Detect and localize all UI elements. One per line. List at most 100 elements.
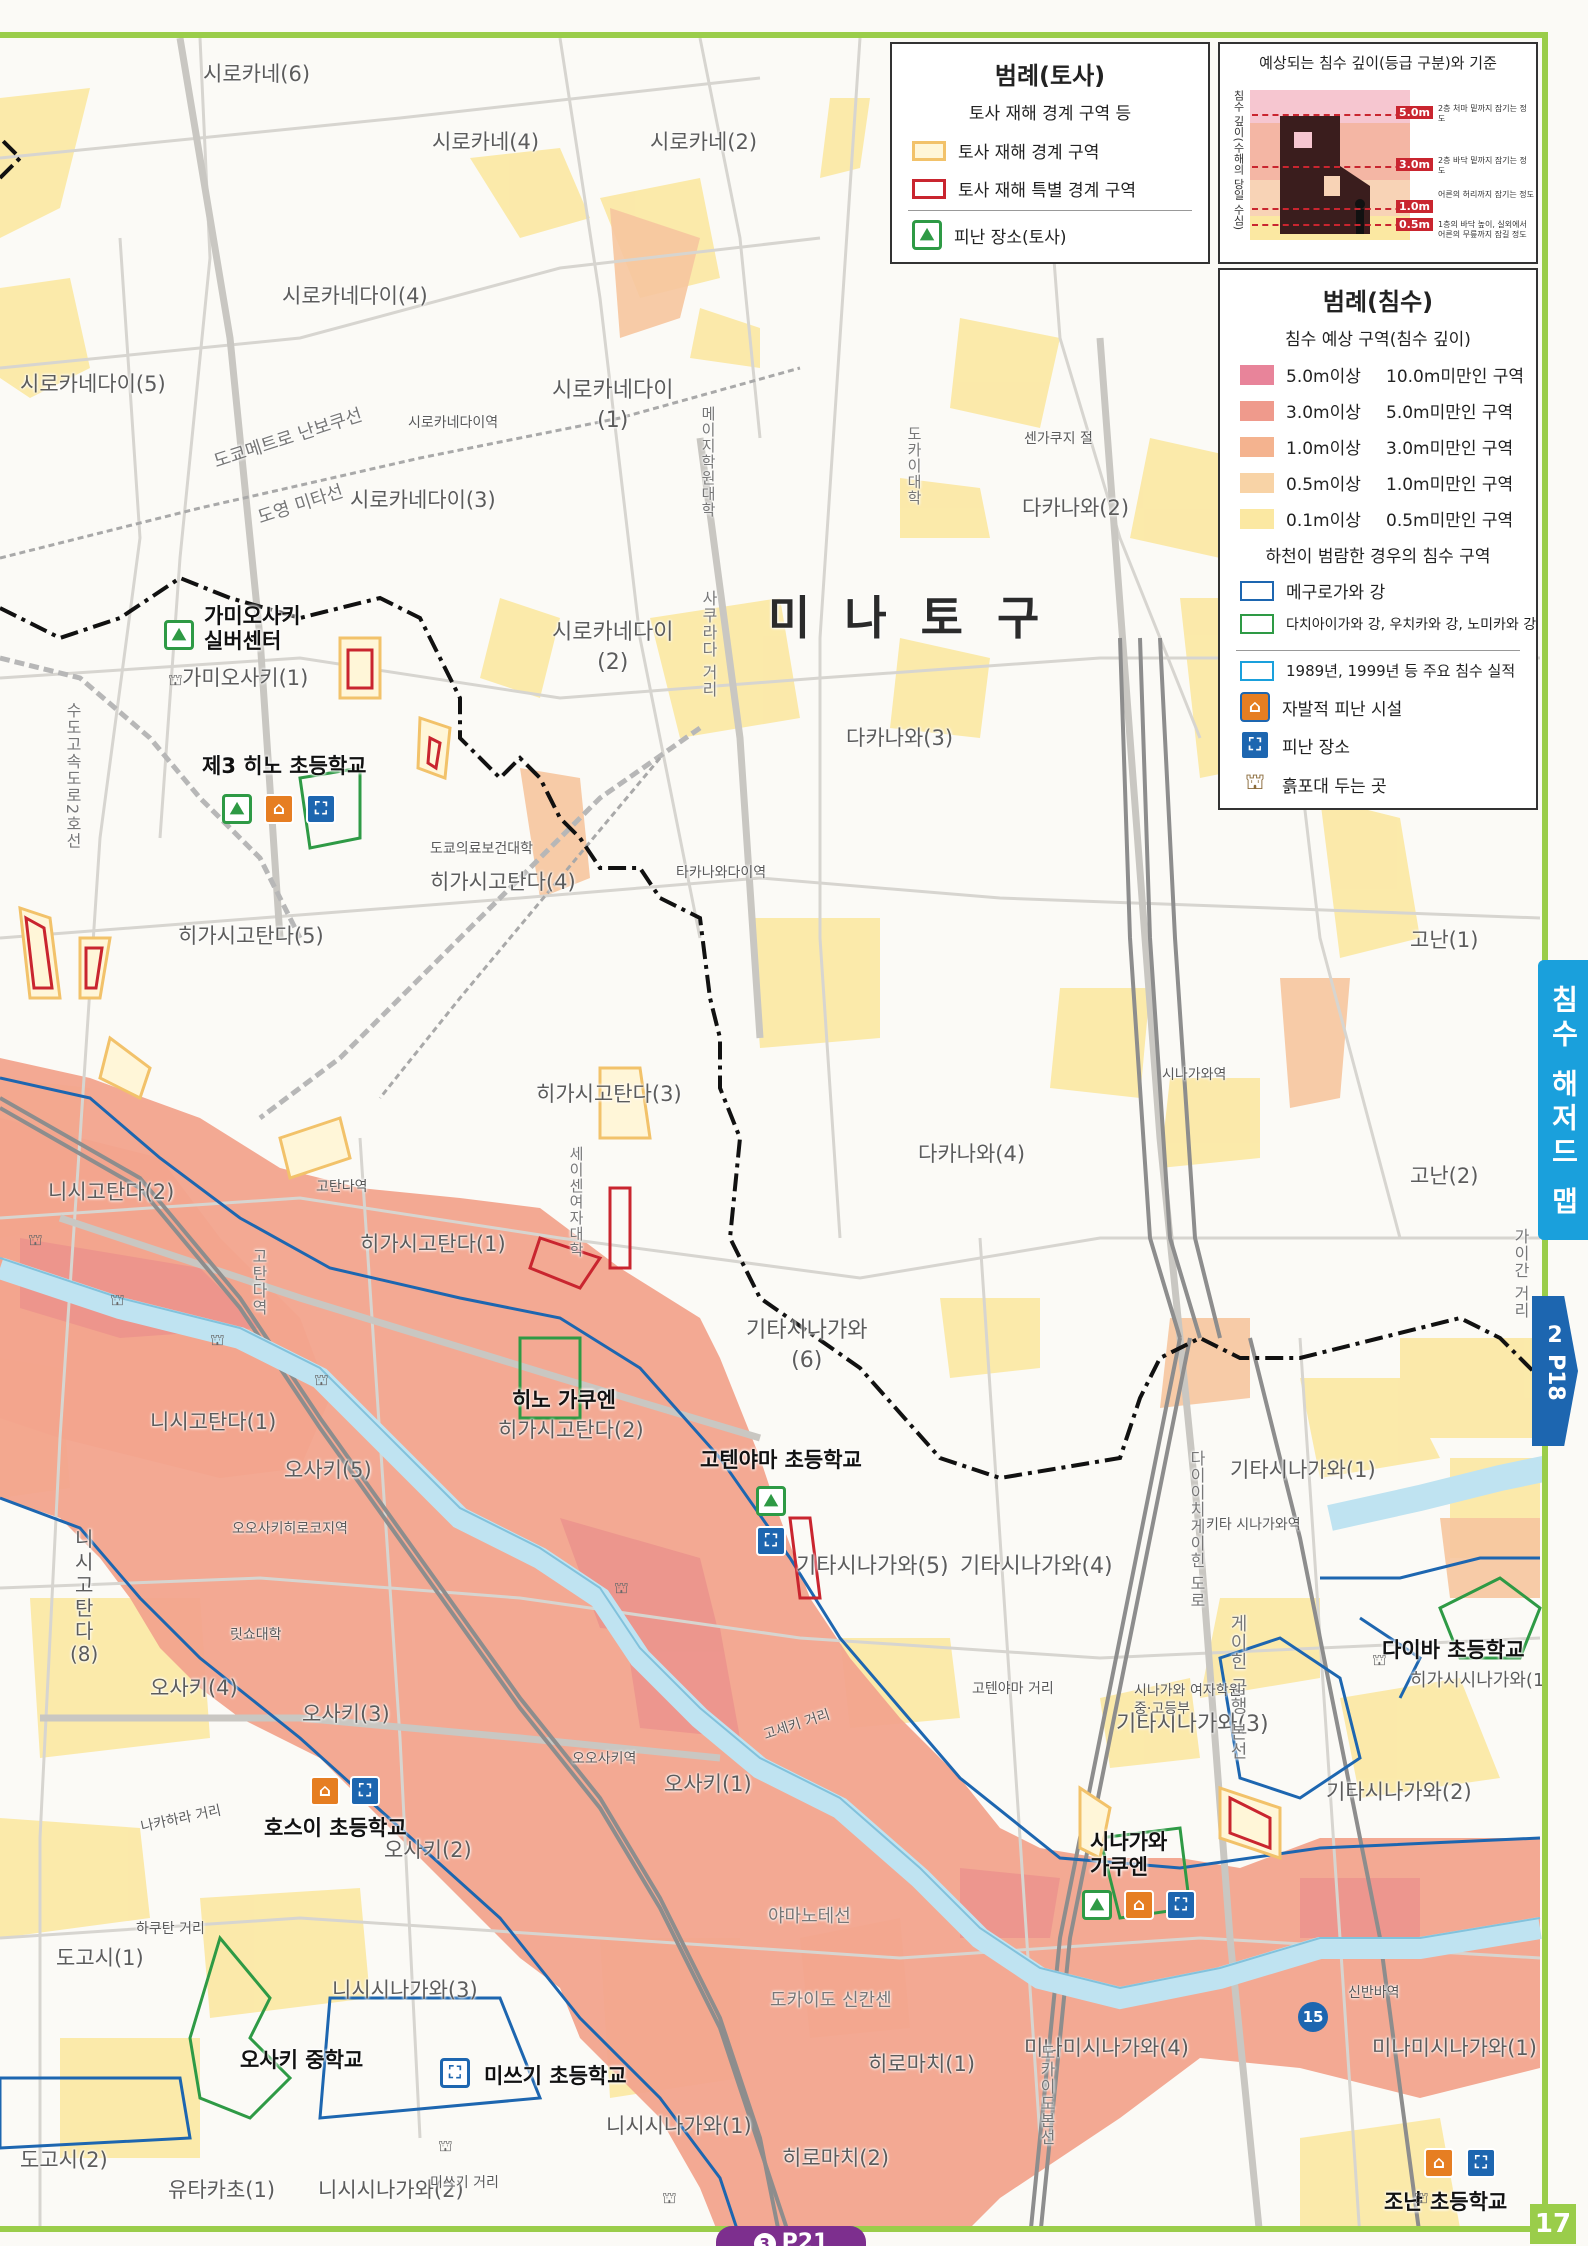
area-nishigotanda-8: 니 시 고 탄 다 (8) [70, 1527, 99, 1666]
area-kamiosaki-1: 가미오사키(1) [182, 666, 309, 690]
depth-line-05m [1252, 224, 1422, 226]
rail-label-tokaido: 도카이도본선 [1037, 2044, 1056, 2146]
legend-depth-axis: 침수 깊이(수해의 당일 수심) [1232, 90, 1245, 231]
facility-hino-gakuen: 히노 가쿠엔 [512, 1388, 616, 1412]
area-higashigotanda-2: 히가시고탄다(2) [498, 1418, 644, 1442]
voluntary-evacuation-icon: ⌂ [1240, 692, 1270, 722]
area-nishishinagawa-1: 니시시나가와(1) [606, 2114, 752, 2138]
area-shirokanedai-4: 시로카네다이(4) [282, 284, 428, 308]
side-tab-label: 침수 해저드 맵 [1540, 985, 1586, 1221]
station-takanawadai: 타카나와다이역 [676, 865, 767, 881]
range-min: 0.5m이상 [1286, 475, 1361, 495]
legend-divider [1236, 650, 1520, 651]
page-ref-p18-button[interactable]: 2 P18 [1532, 1296, 1578, 1446]
legend-sediment: 범례(토사) 토사 재해 경계 구역 등 토사 재해 경계 구역 토사 재해 특… [890, 42, 1210, 264]
subway-lines [0, 366, 801, 1099]
legend-flood-subtitle: 침수 예상 구역(침수 깊이) [1285, 330, 1471, 350]
area-takanawa-3: 다카나와(3) [846, 726, 954, 750]
depth-badge: 1.0m [1396, 200, 1433, 213]
area-higashigotanda-1: 히가시고탄다(1) [360, 1232, 506, 1256]
river-label: 메구로가와 강 [1286, 583, 1386, 603]
legend-flood: 범례(침수) 침수 예상 구역(침수 깊이) 5.0m이상 10.0m미만인 구… [1218, 268, 1538, 810]
swatch-depth [1240, 472, 1274, 493]
page-ref-num: 2 [1547, 1323, 1563, 1348]
evacuation-sediment-icon: ⛰ [756, 1486, 786, 1516]
road-label-mitsugi: 미쓰기 거리 [430, 2175, 499, 2191]
legend-depth-range: 1.0m이상 3.0m미만인 구역 [1240, 434, 1513, 459]
area-kitashinagawa-2: 기타시나가와(2) [1326, 1780, 1472, 1804]
road-label-hakutan: 하쿠탄 거리 [136, 1921, 205, 1937]
area-shirokanedai-2: 시로카네다이 (2) [552, 620, 674, 675]
range-max: 1.0m미만인 구역 [1386, 475, 1514, 495]
label-shinagawa-joshi: 시나가와 여자학원 중·고등부 [1134, 1683, 1242, 1717]
depth-note: 1층의 바닥 높이, 실외에서 어른의 무릎까지 잠길 정도 [1438, 220, 1527, 239]
area-higashishinagawa-1: 히가시시나가와(1) [1410, 1670, 1548, 1691]
road-label-sakurada: 사쿠라다 거리 [699, 590, 718, 699]
legend-depth-range: 5.0m이상 10.0m미만인 구역 [1240, 362, 1524, 387]
station-gotanda: 고탄다역 [316, 1179, 368, 1195]
depth-line-1m [1252, 208, 1422, 210]
legend-flood-title: 범례(침수) [1322, 288, 1434, 316]
label-meiji-gakuin: 메이지학원대학 [699, 406, 717, 518]
ward-boundary [0, 575, 1542, 1481]
depth-badge: 5.0m [1396, 106, 1433, 119]
label-rissho: 릿쇼대학 [230, 1627, 282, 1643]
voluntary-evacuation-icon: ⌂ [1424, 2148, 1454, 2178]
area-shirokane-2: 시로카네(2) [650, 130, 758, 154]
area-hiromachi-2: 히로마치(2) [782, 2146, 890, 2170]
evacuation-site-icon: ⛶ [1466, 2148, 1496, 2178]
ward-boundary-north [0, 136, 23, 180]
area-takanawa-2: 다카나와(2) [1022, 496, 1130, 520]
label-sengakuji: 센가쿠지 절 [1024, 431, 1093, 447]
sandbag-icon: ⛫ [28, 1230, 43, 1249]
page-ref-p21-button[interactable]: 3 P21 [716, 2226, 866, 2246]
evacuation-sediment-icon: ⛰ [1082, 1890, 1112, 1920]
page-ref-label: P21 [781, 2230, 829, 2246]
swatch-other-rivers [1240, 614, 1274, 634]
shuto-expressway [0, 655, 702, 1120]
sandbag-icon: ⛫ [438, 2136, 453, 2155]
facility-label: 자발적 피난 시설 [1282, 699, 1403, 720]
route-15-shield: 15 [1298, 2002, 1328, 2032]
sandbag-icon: ⛫ [614, 1578, 629, 1597]
side-tab-text: 침수 해저드 맵 [1547, 985, 1580, 1221]
legend-depth-range: 0.5m이상 1.0m미만인 구역 [1240, 470, 1513, 495]
facility-gotenyama-elementary: 고텐야마 초등학교 [700, 1448, 862, 1472]
range-max: 5.0m미만인 구역 [1386, 403, 1514, 423]
area-higashigotanda-5: 히가시고탄다(5) [178, 924, 324, 948]
legend-sediment-label: 피난 장소(토사) [954, 227, 1067, 248]
area-higashigotanda-4: 히가시고탄다(4) [430, 870, 576, 894]
road-label-gotenyama: 고텐야마 거리 [972, 1681, 1054, 1697]
facility-daiba-elementary: 다이바 초등학교 [1382, 1638, 1525, 1662]
area-yutakacho-1: 유타카초(1) [168, 2178, 276, 2202]
swatch-meguro [1240, 580, 1274, 601]
area-nishishinagawa-2: 니시시나가와(2) [318, 2178, 464, 2202]
area-kitashinagawa-6: 기타시나가와 (6) [746, 1318, 868, 1373]
station-shirokanedai: 시로카네다이역 [408, 415, 499, 431]
facility-dai3-hino-elementary: 제3 히노 초등학교 [202, 754, 367, 778]
evacuation-site-icon: ⛶ [1240, 730, 1270, 760]
evacuation-site-icon: ⛶ [350, 1776, 380, 1806]
sandbag-icon: ⛫ [110, 1290, 125, 1309]
legend-facility-item: ⛫ 흙포대 두는 곳 [1240, 770, 1387, 798]
railways [0, 637, 1421, 2226]
range-min: 0.1m이상 [1286, 511, 1361, 531]
evacuation-site-icon: ⛶ [1166, 1890, 1196, 1920]
area-minamishinagawa-1: 미나미시나가와(1) [1372, 2036, 1537, 2060]
legend-sediment-item: 토사 재해 특별 경계 구역 [912, 176, 1136, 201]
legend-sediment-item: 토사 재해 경계 구역 [912, 138, 1099, 163]
legend-divider [908, 210, 1192, 211]
legend-sediment-item: ⛰ 피난 장소(토사) [912, 220, 1067, 250]
evacuation-sediment-icon: ⛰ [164, 620, 194, 650]
station-kitashinagawa: 키타 시나가와역 [1206, 1517, 1301, 1533]
legend-depth-range: 0.1m이상 0.5m미만인 구역 [1240, 506, 1513, 531]
page-ref-num: 3 [753, 2233, 776, 2246]
station-shinagawa: 시나가와역 [1162, 1067, 1227, 1083]
station-gotanda-vertical: 고탄다역 [249, 1248, 268, 1316]
swatch-warning [912, 140, 946, 161]
legend-depth-title: 예상되는 침수 깊이(등급 구분)와 기준 [1259, 54, 1497, 72]
depth-badge: 0.5m [1396, 218, 1433, 231]
range-min: 5.0m이상 [1286, 367, 1361, 387]
facility-kamiosaki-silver-center: 가미오사키 실버센터 [204, 604, 301, 653]
swatch-history [1240, 660, 1274, 681]
